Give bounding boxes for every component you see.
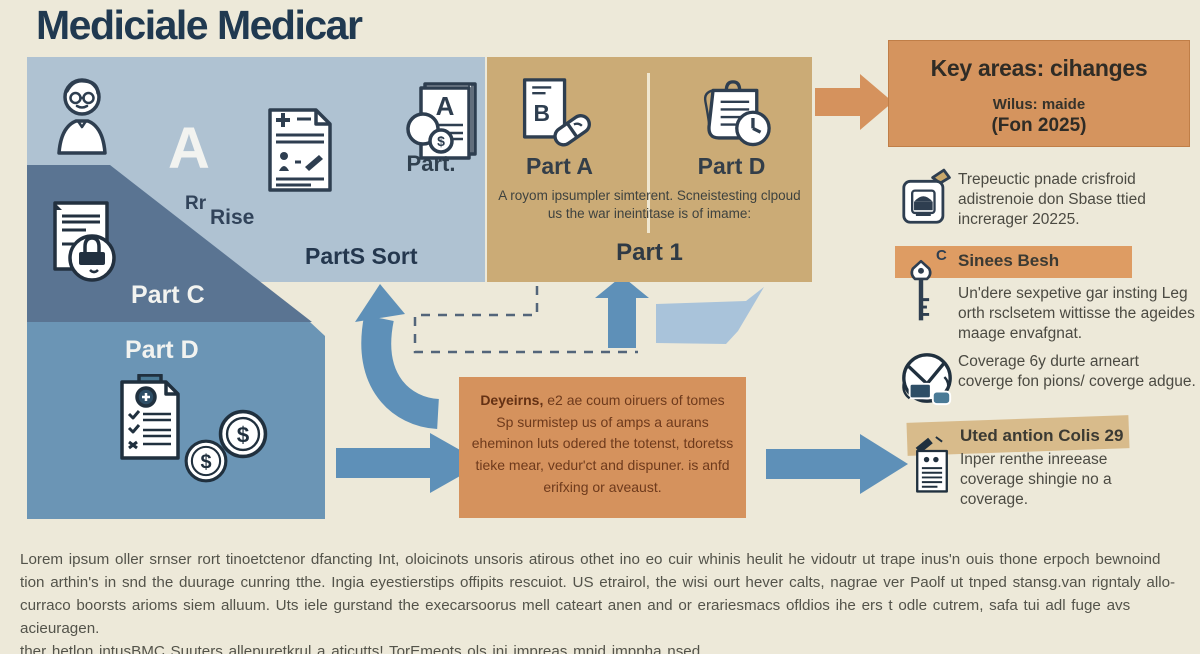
notepad-clock-icon (692, 79, 774, 155)
coverage-icon (899, 351, 955, 407)
part-a-label: Part A (526, 153, 593, 179)
center-callout-text: Deyeirns, e2 ae coum oiruers of tomes Sp… (471, 390, 734, 498)
arrow-up-to-panel (595, 276, 649, 348)
footer-line: ther hetlon intusBMC Suuters allepuretkr… (20, 643, 705, 654)
footer-line: curraco boorsts arioms siem alluum. Uts … (20, 597, 1131, 638)
booklet-letter: A (436, 91, 455, 121)
booklet-label: Part. (406, 151, 456, 176)
parts-sort-label: PartS Sort (305, 243, 418, 269)
part-d-label: Part D (125, 336, 199, 364)
key-areas-title: Key areas: cihanges (930, 55, 1148, 81)
right-item-4-title: Uted antion Colis 29 (960, 426, 1124, 445)
document-pencil-icon (911, 435, 953, 495)
card-pencil-icon (901, 168, 955, 230)
document-lock-icon (50, 200, 116, 284)
clipboard-checklist-icon (115, 374, 185, 460)
middle-body-text: A royom ipsumpler simterent. Scneistesti… (498, 188, 801, 222)
coin-symbol: $ (437, 133, 445, 149)
panel-part-a-d: B Part A Part D A royom ipsumpler simter… (487, 57, 812, 282)
dollar-coin-icon: $ (217, 408, 269, 460)
booklet-coin-icon: A $ (405, 81, 479, 169)
footer-line: tion arthin's in snd the duurage cunring… (20, 574, 1176, 592)
part-c-label: Part C (131, 281, 205, 309)
rise-label: Rise (210, 206, 255, 229)
key-areas-subtitle: Wilus: maide (992, 96, 1086, 113)
big-letter-a: A (168, 116, 210, 181)
document-pill-icon: B (517, 77, 595, 155)
arrow-to-right-list (766, 434, 908, 494)
right-item-2-title: Sinees Besh (958, 251, 1060, 270)
key-badge-letter: C (936, 247, 947, 264)
doc-letter: B (533, 100, 549, 126)
center-callout-body: e2 ae coum oiruers of tomes Sp surmistep… (471, 392, 734, 495)
rr-label: Rr (185, 193, 207, 214)
arrow-to-keybox (815, 74, 893, 130)
highlight-band-orange (895, 246, 1132, 278)
swoosh-shape (656, 287, 764, 344)
divider (647, 73, 650, 233)
dollar-coin-icon: $ (183, 438, 229, 484)
part-d-mid-label: Part D (697, 153, 766, 179)
key-areas-year: (Fon 2025) (991, 115, 1087, 136)
footer-paragraph: Lorem ipsum oller srnser rort tinoetcten… (20, 548, 1186, 654)
right-item-2-body: Un'dere sexpetive gar insting Leg orth r… (958, 285, 1195, 342)
document-plus-icon (267, 107, 333, 193)
dashed-connector (413, 286, 638, 354)
key-icon (904, 248, 938, 338)
coin-symbol: $ (237, 422, 250, 447)
key-areas-box: Key areas: cihanges Wilus: maide (Fon 20… (888, 40, 1190, 147)
right-item-3-body: Coverage 6y durte arneart coverge fon pi… (958, 353, 1196, 390)
coin-symbol: $ (200, 451, 211, 473)
right-item-1-body: Trepeuctic pnade crisfroid adistrenoie d… (958, 171, 1146, 228)
person-icon (51, 73, 113, 155)
curved-arrow-up (361, 315, 440, 429)
center-callout-lead: Deyeirns, (480, 392, 544, 408)
right-item-4-body: Inper renthe inreease coverage shingie n… (960, 451, 1112, 508)
center-callout-box: Deyeirns, e2 ae coum oiruers of tomes Sp… (459, 377, 746, 518)
part-1-label: Part 1 (616, 239, 683, 266)
curved-arrow-up-head (355, 284, 405, 322)
page-title: Mediciale Medicar (36, 2, 363, 48)
panel-part-d: Part D $ $ (27, 322, 325, 519)
footer-line: Lorem ipsum oller srnser rort tinoetcten… (20, 551, 1161, 568)
